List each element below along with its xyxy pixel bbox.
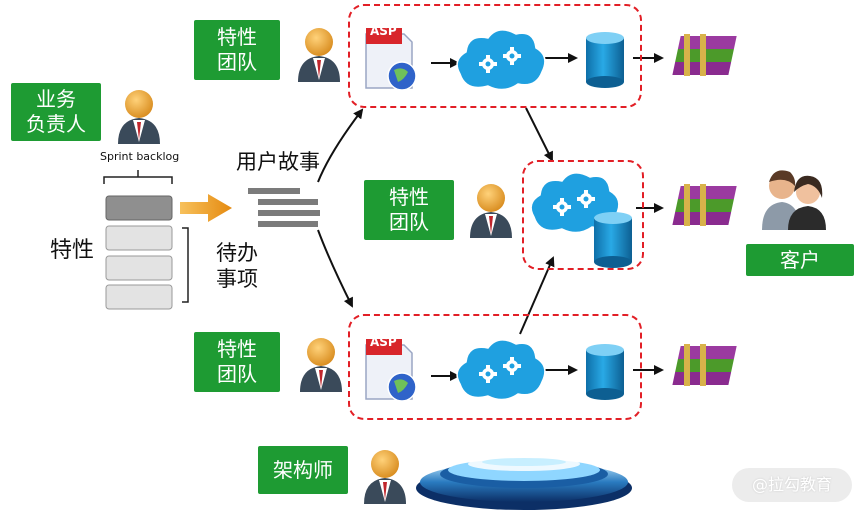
sprint-backlog-stack [103,170,189,310]
business-owner-person-icon [118,90,160,144]
team-top-person-icon [298,28,340,82]
team-bottom-person-icon [300,338,342,392]
team-top-pipeline-group [348,4,642,108]
archive-books-icon-bottom [672,344,737,386]
team-bottom-box: 特性 团队 [194,332,280,392]
watermark: @拉勾教育 [732,468,852,502]
team-bottom-line2: 团队 [217,362,257,386]
team-middle-line1: 特性 [389,185,429,209]
team-bottom-line1: 特性 [217,337,257,361]
customer-label: 客户 [780,247,820,272]
user-story-label: 用户故事 [236,150,320,174]
team-middle-pipeline-group [522,160,644,270]
business-owner-line1: 业务 [36,87,76,111]
team-top-box: 特性 团队 [194,20,280,80]
team-middle-person-icon [470,184,512,238]
user-story-stack [248,188,320,227]
asp-badge-top: ASP [370,24,397,38]
archive-books-icon-top [672,34,737,76]
customer-people-icon [762,170,826,230]
architect-label: 架构师 [273,457,333,482]
team-middle-line2: 团队 [389,210,429,234]
architect-person-icon [364,450,406,504]
pending-line1: 待办 [216,241,258,265]
archive-books-icon-middle [672,184,737,226]
architect-box: 架构师 [258,446,348,494]
business-owner-box: 业务 负责人 [11,83,101,141]
business-owner-line2: 负责人 [26,112,86,136]
pending-line2: 事项 [216,267,258,291]
orange-arrow [180,194,232,222]
pending-items-label: 待办 事项 [216,240,258,292]
flow-arrows [317,53,664,381]
team-middle-box: 特性 团队 [364,180,454,240]
asp-badge-bottom: ASP [370,335,397,349]
architecture-platform-icon [416,457,632,510]
sprint-backlog-label: Sprint backlog [100,150,180,163]
team-bottom-pipeline-group [348,314,642,420]
team-top-line1: 特性 [217,25,257,49]
features-label: 特性 [50,238,95,263]
team-top-line2: 团队 [217,50,257,74]
customer-box: 客户 [746,244,854,276]
